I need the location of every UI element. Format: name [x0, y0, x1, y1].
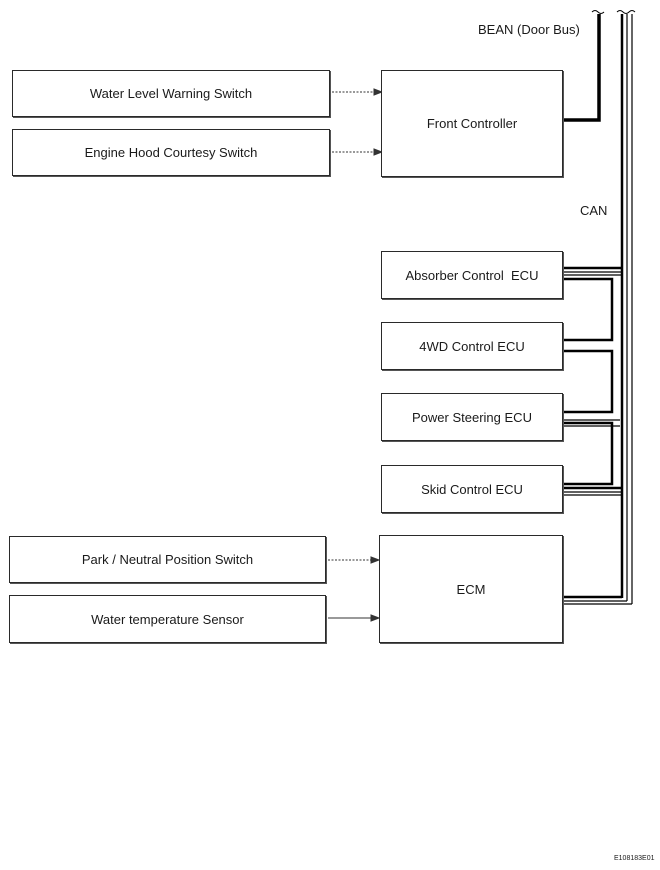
signal-arrows: [328, 88, 384, 622]
absorber-control-ecu-box: Absorber Control ECU: [381, 251, 563, 299]
front-controller-label: Front Controller: [426, 116, 518, 131]
engine-hood-courtesy-switch-label: Engine Hood Courtesy Switch: [84, 145, 258, 160]
4wd-control-ecu-box: 4WD Control ECU: [381, 322, 563, 370]
figure-code: E108183E01: [614, 855, 655, 862]
engine-hood-courtesy-switch-box: Engine Hood Courtesy Switch: [12, 129, 330, 176]
skid-control-ecu-box: Skid Control ECU: [381, 465, 563, 513]
water-temperature-sensor-box: Water temperature Sensor: [9, 595, 326, 643]
power-steering-ecu-label: Power Steering ECU: [412, 409, 532, 425]
power-steering-ecu-box: Power Steering ECU: [381, 393, 563, 441]
arrowhead-water-temp: [370, 614, 381, 622]
front-controller-box: Front Controller: [381, 70, 563, 177]
water-temperature-sensor-label: Water temperature Sensor: [91, 611, 244, 627]
park-neutral-position-switch-box: Park / Neutral Position Switch: [9, 536, 326, 583]
can-branches: [563, 266, 632, 605]
bean-break-mark: [591, 10, 605, 14]
bean-label: BEAN (Door Bus): [478, 22, 580, 37]
arrowhead-water-level: [373, 88, 384, 96]
can-break-mark: [616, 10, 636, 14]
can-label: CAN: [580, 203, 608, 218]
water-level-warning-switch-box: Water Level Warning Switch: [12, 70, 330, 117]
absorber-control-ecu-label: Absorber Control ECU: [405, 267, 539, 283]
bean-bus-line: [563, 14, 601, 122]
can-trunk: [620, 14, 633, 604]
4wd-control-ecu-label: 4WD Control ECU: [419, 338, 525, 354]
skid-control-ecu-label: Skid Control ECU: [421, 481, 523, 497]
arrowhead-park-neutral: [370, 556, 381, 564]
arrowhead-hood-courtesy: [373, 148, 384, 156]
ecm-label: ECM: [456, 581, 486, 597]
park-neutral-position-switch-label: Park / Neutral Position Switch: [81, 552, 254, 567]
water-level-warning-switch-label: Water Level Warning Switch: [89, 86, 253, 101]
ecm-box: ECM: [379, 535, 563, 643]
